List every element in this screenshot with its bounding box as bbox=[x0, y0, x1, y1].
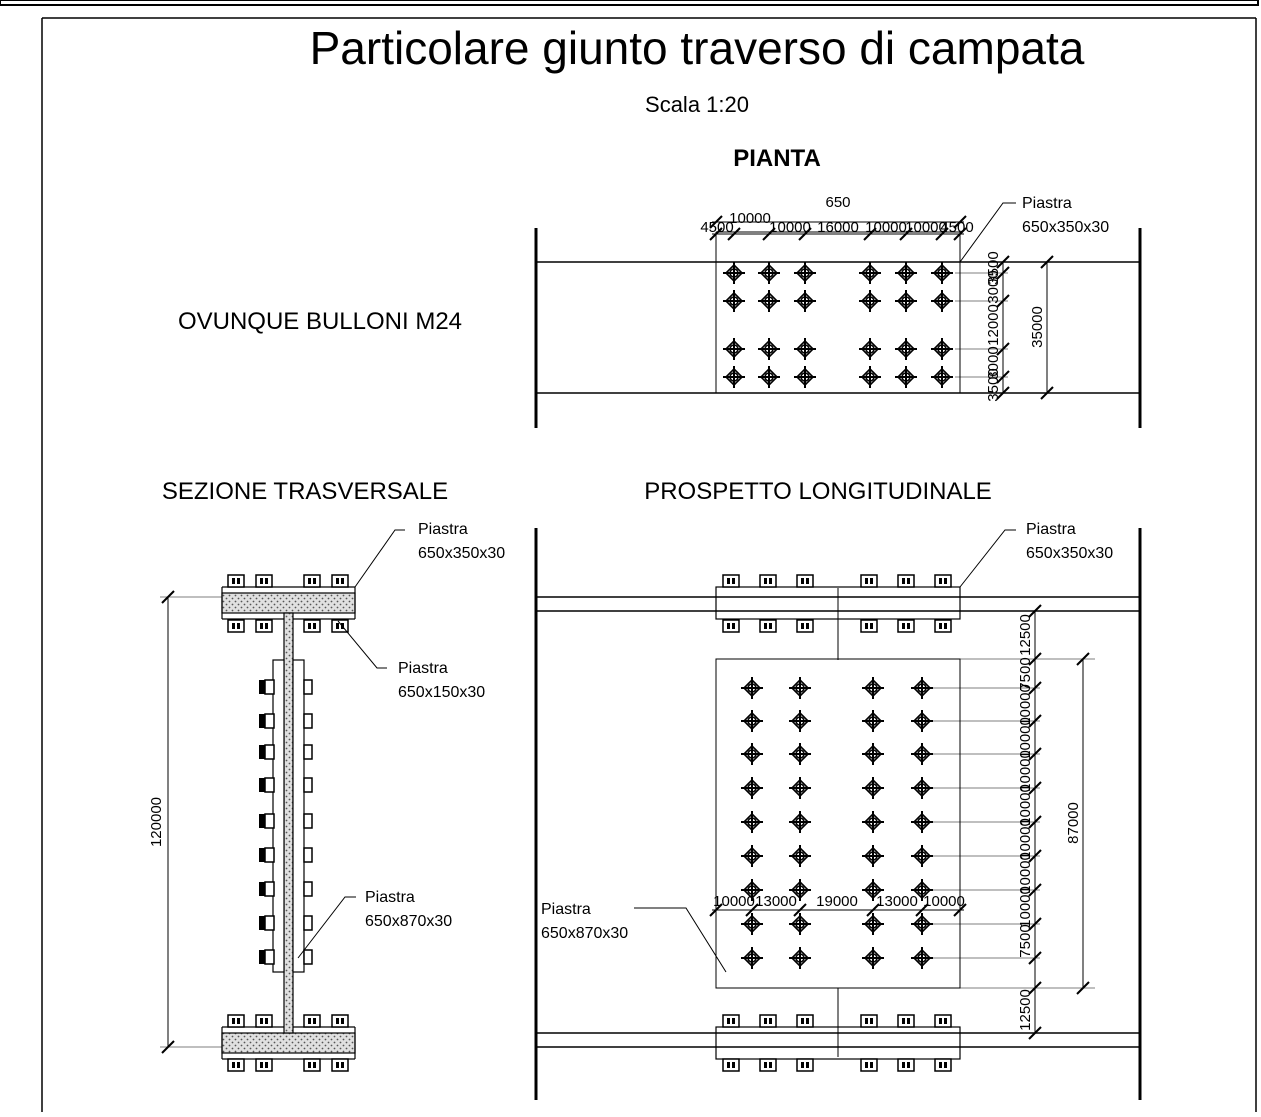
section-view: 120000 Piastra 650x350x30 Piastra 650x15… bbox=[148, 521, 505, 1072]
drawing-scale: Scala 1:20 bbox=[645, 92, 749, 117]
plan-dim-3: 10000 bbox=[769, 219, 811, 236]
elevation-dim-v9: 10000 bbox=[1017, 886, 1034, 928]
elevation-dim-h3: 19000 bbox=[816, 893, 858, 910]
section-web-plate-label: Piastra bbox=[365, 889, 415, 906]
plan-dim-v4: 3000 bbox=[985, 346, 1002, 379]
elevation-top-plate-label: Piastra bbox=[1026, 521, 1076, 538]
plan-plate-label: Piastra bbox=[1022, 195, 1072, 212]
elevation-dim-v4: 10000 bbox=[1017, 717, 1034, 759]
section-top-plate-label: Piastra bbox=[418, 521, 468, 538]
plan-view-title: PIANTA bbox=[733, 145, 821, 172]
elevation-web-plate-size: 650x870x30 bbox=[541, 925, 628, 942]
elevation-dim-overall: 87000 bbox=[1065, 802, 1082, 844]
elevation-view-title: PROSPETTO LONGITUDINALE bbox=[644, 478, 992, 505]
elevation-dim-v11: 12500 bbox=[1017, 989, 1034, 1031]
plan-dim-1: 4500 bbox=[700, 219, 733, 236]
elevation-dim-h2: 13000 bbox=[755, 893, 797, 910]
elevation-dim-v8: 10000 bbox=[1017, 852, 1034, 894]
elevation-dim-h4: 13000 bbox=[876, 893, 918, 910]
plan-dim-6: 10000 bbox=[905, 219, 947, 236]
elevation-dim-v5: 10000 bbox=[1017, 750, 1034, 792]
plan-dim-v1: 3500 bbox=[985, 251, 1002, 284]
section-top-plate-size: 650x350x30 bbox=[418, 545, 505, 562]
elevation-dim-v3: 10000 bbox=[1017, 684, 1034, 726]
drawing-title: Particolare giunto traverso di campata bbox=[310, 22, 1085, 74]
plan-dim-total: 650 bbox=[825, 194, 850, 211]
section-flange-plate-size: 650x150x30 bbox=[398, 684, 485, 701]
elevation-web-bolts bbox=[740, 676, 934, 970]
plan-dim-2: 10000 bbox=[729, 210, 771, 227]
elevation-dim-v1: 12500 bbox=[1017, 614, 1034, 656]
plan-view: 650 4500 10000 10000 16000 10000 10000 4… bbox=[534, 194, 1142, 428]
section-view-title: SEZIONE TRASVERSALE bbox=[162, 478, 448, 505]
elevation-dim-h5: 10000 bbox=[923, 893, 965, 910]
elevation-dim-v10: 7500 bbox=[1017, 924, 1034, 957]
plan-dim-5: 10000 bbox=[865, 219, 907, 236]
plan-plate-size: 650x350x30 bbox=[1022, 219, 1109, 236]
plan-dim-7: 4500 bbox=[940, 219, 973, 236]
elevation-top-plate-size: 650x350x30 bbox=[1026, 545, 1113, 562]
plan-dim-v2: 3000 bbox=[985, 270, 1002, 303]
plan-dim-4: 16000 bbox=[817, 219, 859, 236]
section-flange-plate-label: Piastra bbox=[398, 660, 448, 677]
plan-dim-v5: 3500 bbox=[985, 368, 1002, 401]
plan-dim-v3: 12000 bbox=[985, 304, 1002, 346]
plan-bolts bbox=[722, 261, 954, 389]
bolt-note: OVUNQUE BULLONI M24 bbox=[178, 308, 462, 335]
section-web-plate-size: 650x870x30 bbox=[365, 913, 452, 930]
elevation-dim-h1: 10000 bbox=[713, 893, 755, 910]
section-dim-height: 120000 bbox=[148, 797, 165, 847]
elevation-dim-v7: 10000 bbox=[1017, 818, 1034, 860]
elevation-dim-v6: 10000 bbox=[1017, 784, 1034, 826]
plan-dim-overall: 35000 bbox=[1029, 306, 1046, 348]
elevation-view: 10000 13000 19000 13000 10000 12500 7500… bbox=[534, 521, 1142, 1100]
elevation-dim-v2: 7500 bbox=[1017, 657, 1034, 690]
elevation-web-plate-label: Piastra bbox=[541, 901, 591, 918]
